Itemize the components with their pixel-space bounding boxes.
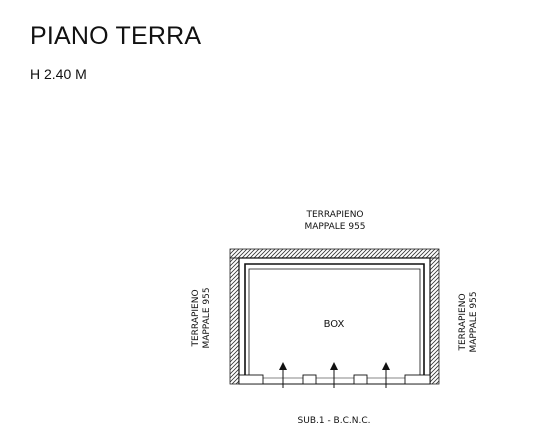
entry-arrows xyxy=(279,362,390,388)
height-note: H 2.40 M xyxy=(30,66,87,82)
left-label-line1: TERRAPIENO xyxy=(191,289,201,347)
bottom-label: SUB.1 - B.C.N.C. xyxy=(298,416,371,426)
top-label-line2: MAPPALE 955 xyxy=(304,222,365,232)
entry-arrow-icon xyxy=(279,362,287,388)
page-title: PIANO TERRA xyxy=(30,22,202,50)
entry-arrow-icon xyxy=(330,362,338,388)
top-label-line1: TERRAPIENO xyxy=(305,210,363,220)
right-label-line1: TERRAPIENO xyxy=(458,293,468,351)
room-walls xyxy=(238,257,431,384)
entry-arrow-icon xyxy=(382,362,390,388)
left-label-line2: MAPPALE 955 xyxy=(202,287,212,348)
room-label: BOX xyxy=(324,319,345,330)
right-label-line2: MAPPALE 955 xyxy=(469,291,479,352)
